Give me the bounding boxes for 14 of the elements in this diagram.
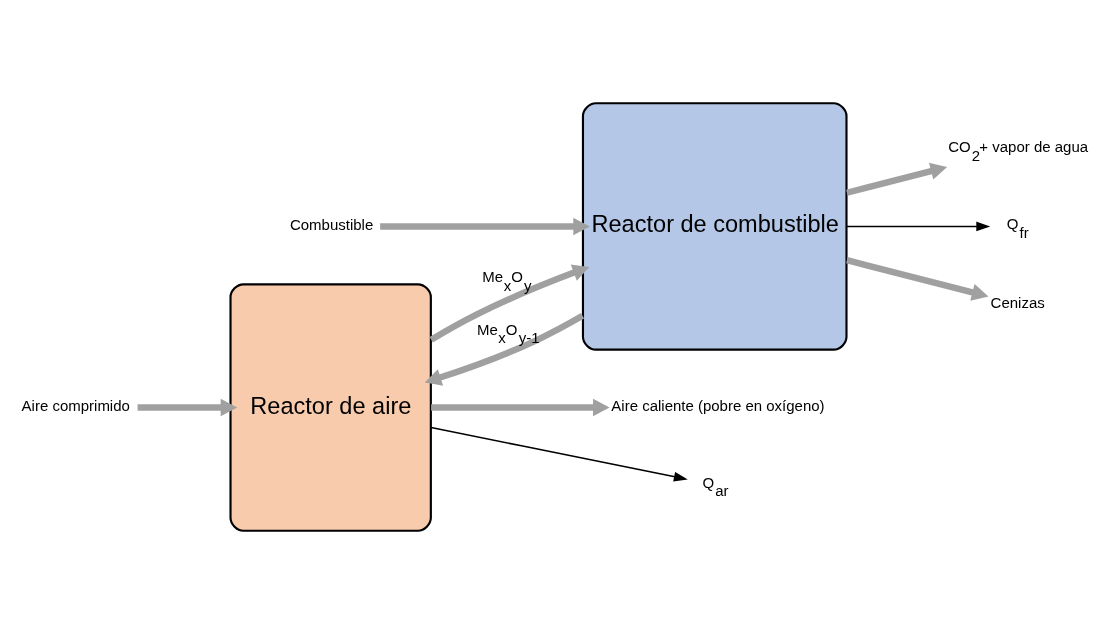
arrow (429, 264, 590, 342)
arrow (137, 398, 238, 416)
arrow (846, 162, 948, 196)
arrow (424, 312, 585, 386)
arrow (846, 221, 991, 231)
arrow (846, 256, 989, 301)
arrow (430, 426, 688, 481)
node-box: Reactor de combustible (581, 101, 848, 351)
node-text: Aire caliente (pobre en oxígeno) (611, 396, 825, 414)
node-text: Cenizas (990, 293, 1045, 311)
node-box: Reactor de aire (229, 282, 432, 532)
arrow (431, 398, 610, 416)
node-text: Combustible (289, 215, 374, 233)
node-text: Aire comprimido (21, 396, 130, 414)
